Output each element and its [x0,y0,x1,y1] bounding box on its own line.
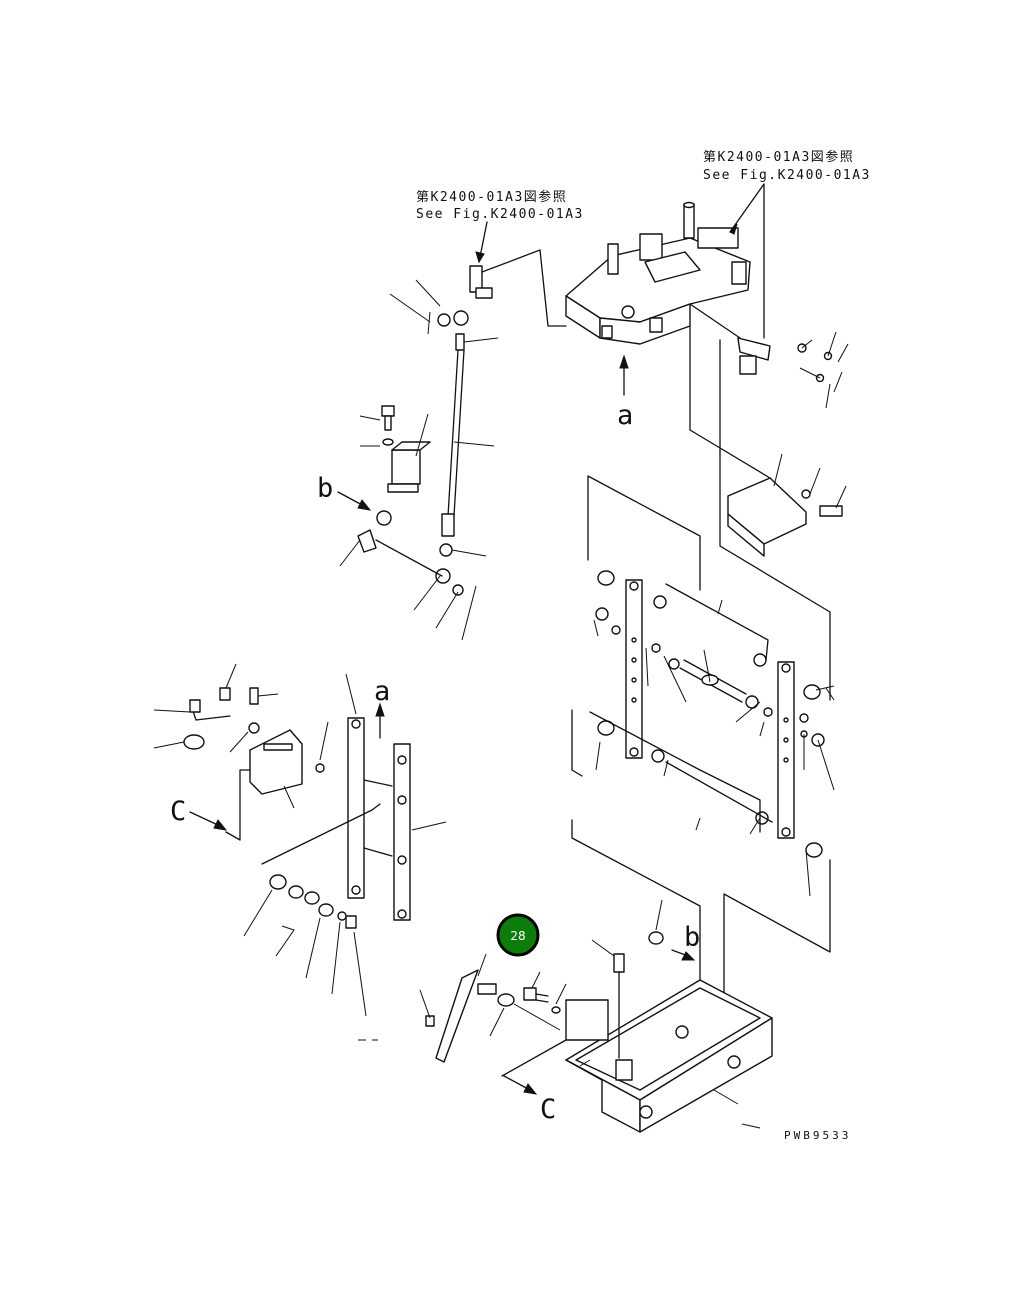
hidden-outline-middle [587,475,701,591]
view-c-arrow-left [189,811,221,827]
drawing-code: PWB9533 [784,1129,851,1142]
mounting-plate-right [689,325,843,557]
pedal-lever [425,969,515,1063]
washers-left [269,874,357,929]
highlight-badge-label: 28 [510,929,525,943]
console-bracket [565,201,751,345]
reference-note-upper-left-en: See Fig.K2400-01A3 [416,207,584,222]
right-link-bar [777,661,795,839]
view-marker-b-left: b [317,473,333,504]
control-rod [435,333,465,596]
view-marker-a-left: a [374,676,390,707]
bushing-bottom [648,931,664,945]
small-lever-b [357,510,443,577]
view-marker-c-bottom: C [540,1094,556,1125]
left-link-bar [625,579,643,759]
reference-note-upper-right-en: See Fig.K2400-01A3 [703,168,871,183]
link-plate-left-a [347,717,365,899]
rod-end-upper [437,249,567,327]
view-marker-c-left: C [170,796,186,827]
link-plate-left-b [393,743,411,921]
turnbuckle [668,658,747,703]
view-marker-a-top: a [617,400,633,431]
ref-leader-upper-right [729,183,765,233]
bolt-washer-bottom [523,987,561,1014]
highlight-badge[interactable] [496,913,540,957]
bottom-box [565,979,773,1133]
view-marker-b-bottom: b [684,922,700,953]
lever-link-upper-right [689,303,833,383]
reference-note-upper-right-jp: 第K2400-01A3図参照 [703,149,854,165]
bushings-middle [595,570,825,858]
cover-plate [249,729,303,795]
grease-fitting [613,953,625,1059]
pin-parts-left [183,687,260,750]
bolt-and-block [381,405,431,493]
reference-note-upper-left-jp: 第K2400-01A3図参照 [416,189,567,205]
